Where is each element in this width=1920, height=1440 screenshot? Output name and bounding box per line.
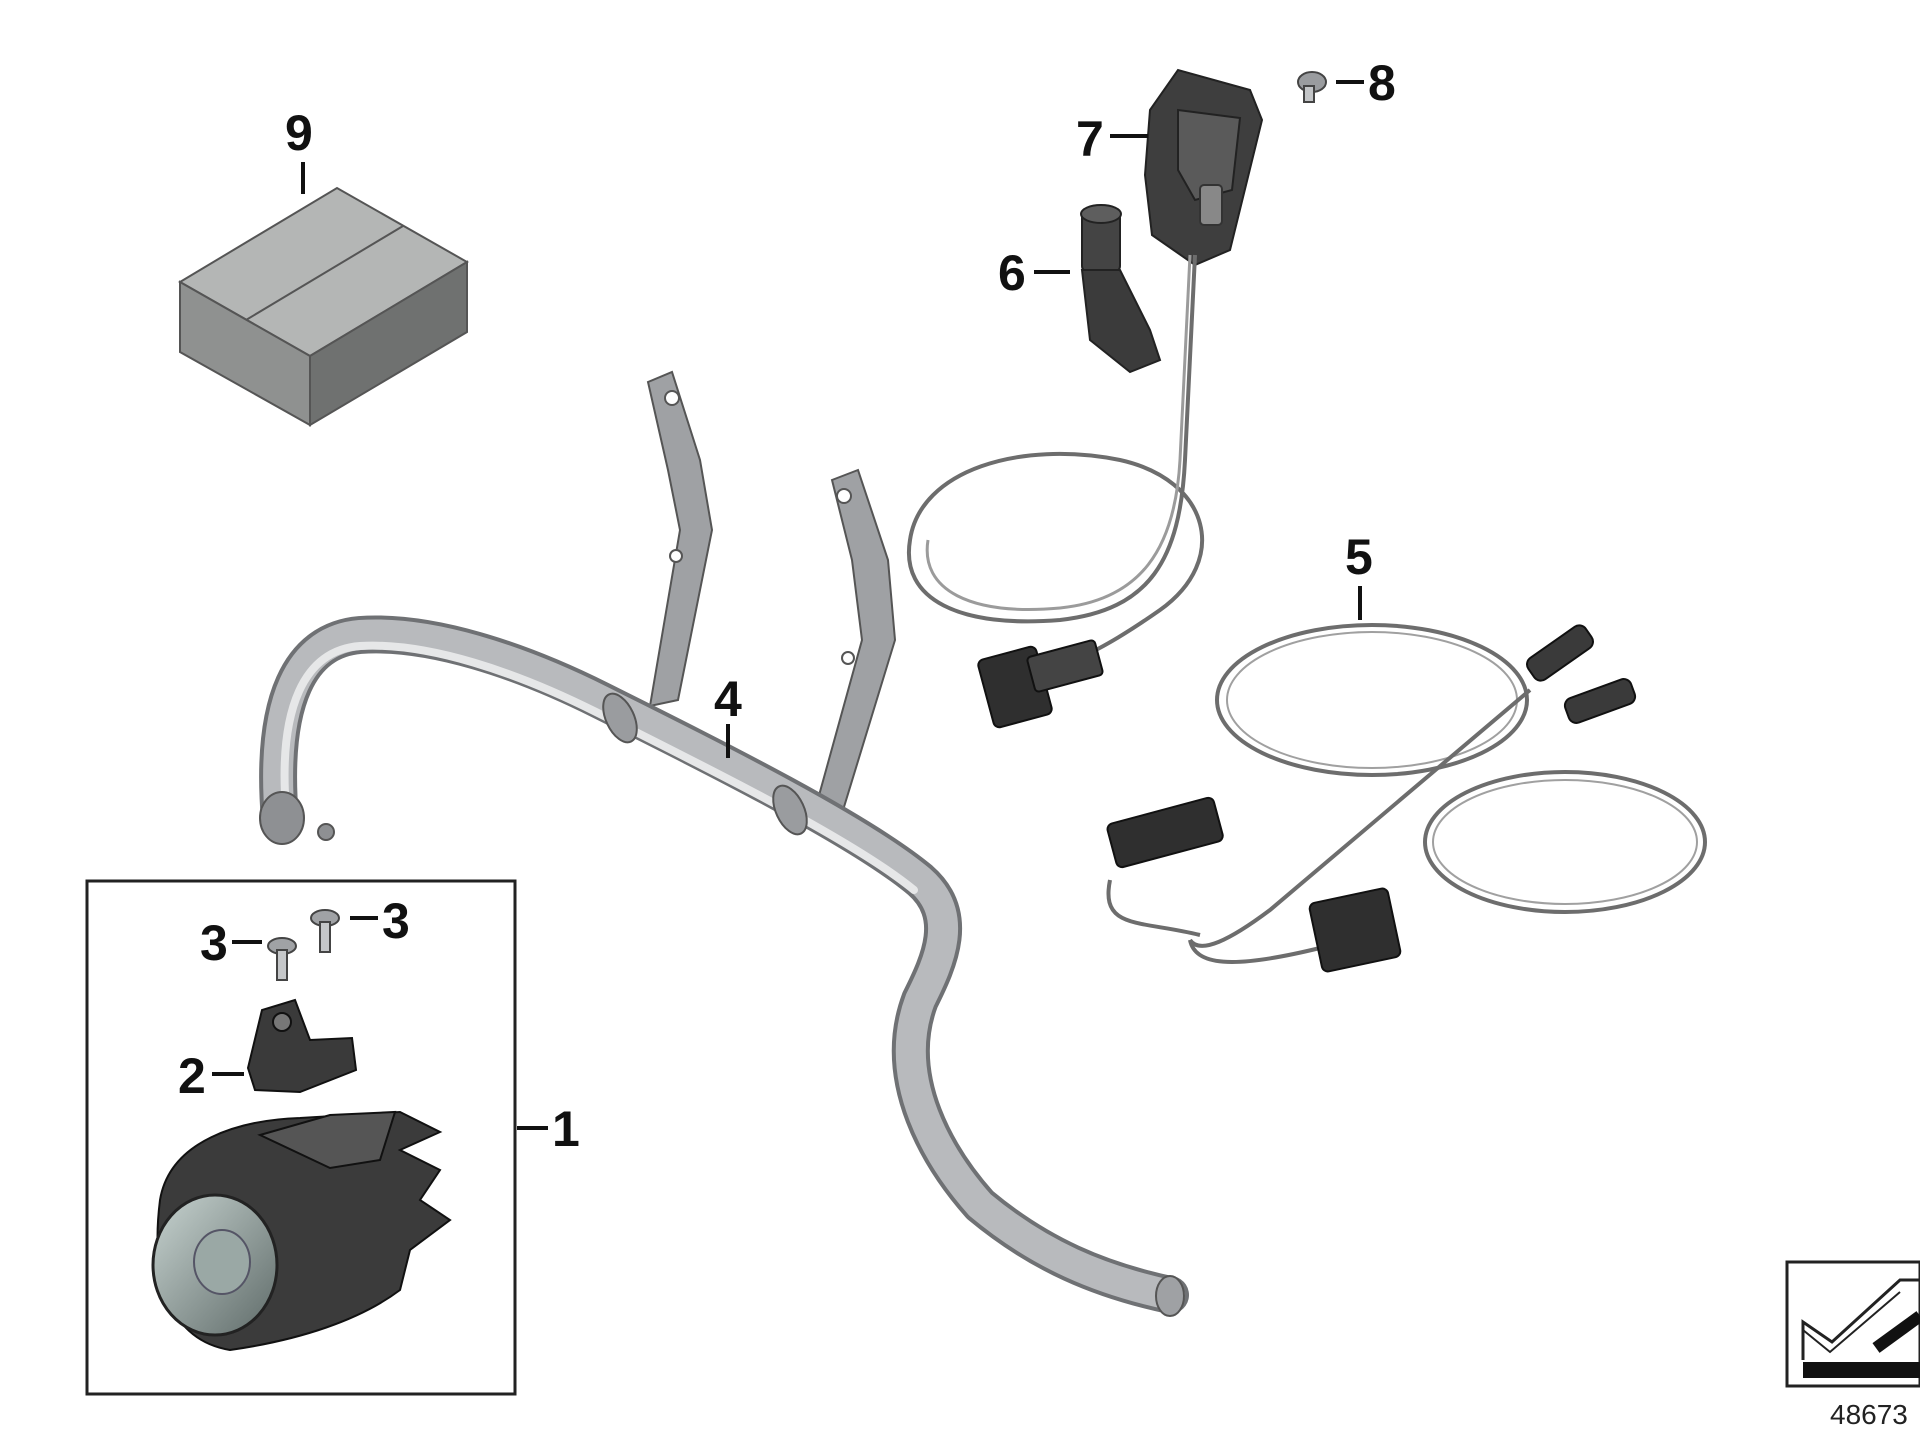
part-9-box <box>178 186 469 427</box>
part-5-wiring-harness <box>1106 623 1707 973</box>
callout-4: 4 <box>714 671 742 727</box>
callout-1: 1 <box>552 1101 580 1157</box>
part-4-crash-bar <box>259 370 1189 1317</box>
callout-5: 5 <box>1345 529 1373 585</box>
callout-3-right: 3 <box>382 893 410 949</box>
part-7-switch-housing <box>1143 68 1264 267</box>
part-2-holder <box>246 998 358 1094</box>
part-1-fog-light <box>151 1110 452 1352</box>
part-6-connector <box>1080 204 1162 374</box>
switch-cable-coil <box>906 254 1205 729</box>
callout-8: 8 <box>1368 55 1396 111</box>
orientation-symbol <box>1785 1260 1920 1388</box>
callout-3-left: 3 <box>200 915 228 971</box>
callout-7: 7 <box>1076 111 1104 167</box>
callout-6: 6 <box>998 245 1026 301</box>
part-3-screw-right <box>310 909 340 953</box>
kit-frame <box>85 879 517 1396</box>
callout-9: 9 <box>285 105 313 161</box>
part-8-screw <box>1297 71 1327 103</box>
callout-2: 2 <box>178 1048 206 1104</box>
document-number: 48673 <box>1830 1399 1908 1430</box>
part-3-screw-left <box>267 937 297 981</box>
